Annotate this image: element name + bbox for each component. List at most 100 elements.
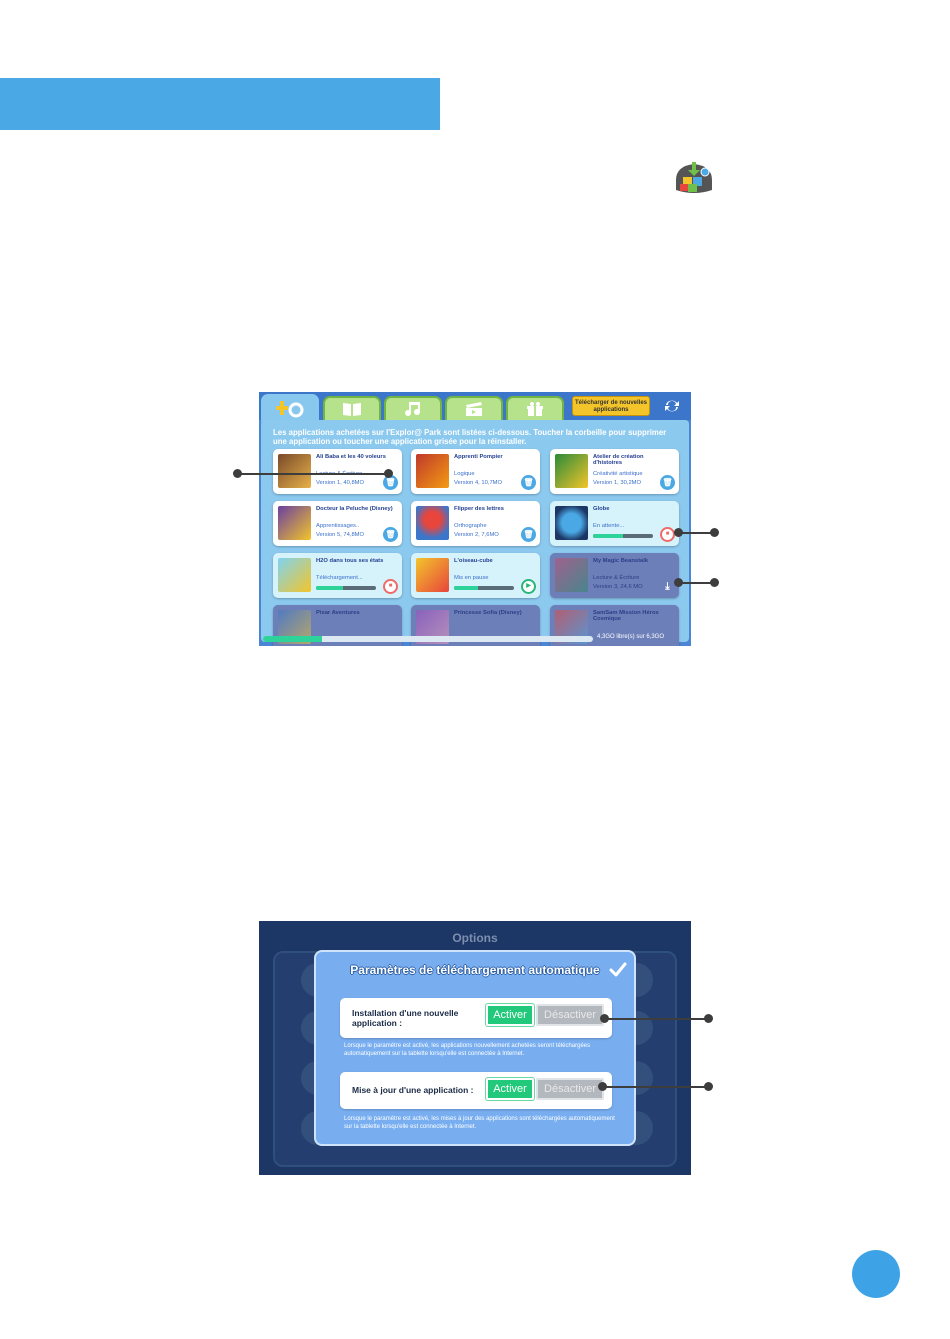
- app-list-intro: Les applications achetées sur l'Explor@ …: [273, 428, 667, 446]
- app-version: Version 4, 10,7MO: [454, 480, 503, 486]
- stop-download-icon[interactable]: ■: [660, 527, 675, 542]
- app-thumbnail: [416, 506, 449, 540]
- gift-icon: [527, 402, 543, 416]
- storage-text: 4,3GO libre(s) sur 6,3GO: [597, 634, 665, 640]
- app-title: Docteur la Peluche (Disney): [316, 506, 393, 512]
- app-status: Mis en pause: [454, 575, 489, 581]
- callout-dot: [704, 1014, 713, 1023]
- app-list-panel: Les applications achetées sur l'Explor@ …: [261, 420, 689, 646]
- app-version: Version 1, 30,2MO: [593, 480, 642, 486]
- app-category: Lecture & Écriture: [593, 575, 640, 581]
- app-card-flipper-des-lettres[interactable]: Flipper des lettres Orthographe Version …: [411, 501, 540, 546]
- setting-description: Lorsque le paramètre est activé, les mis…: [344, 1116, 615, 1130]
- trash-icon[interactable]: 🗑: [383, 527, 398, 542]
- app-title: Atelier de création d'histoires: [593, 454, 644, 467]
- app-thumbnail: [555, 454, 588, 488]
- tab-apps[interactable]: [261, 394, 319, 422]
- download-progress-bar: [593, 534, 653, 538]
- app-title: Apprenti Pompier: [454, 454, 503, 460]
- deactivate-button[interactable]: Désactiver: [536, 1078, 604, 1100]
- video-icon: [466, 402, 482, 416]
- app-version: Version 3, 24,6 MO: [593, 584, 643, 590]
- sync-icon[interactable]: [663, 399, 681, 413]
- callout-line: [678, 582, 714, 584]
- app-manager-icon: [676, 162, 712, 193]
- activate-button[interactable]: Activer: [486, 1004, 534, 1026]
- trash-icon[interactable]: 🗑: [660, 475, 675, 490]
- auto-download-dialog: Paramètres de téléchargement automatique…: [314, 950, 636, 1146]
- app-status: Téléchargement...: [316, 575, 363, 581]
- app-card-oiseau-cube[interactable]: L'oiseau-cube Mis en pause ▶: [411, 553, 540, 598]
- reinstall-download-icon[interactable]: ⤓: [665, 581, 670, 592]
- callout-line: [604, 1018, 708, 1020]
- app-title: Flipper des lettres: [454, 506, 504, 512]
- download-new-apps-button[interactable]: Télécharger de nouvelles applications: [572, 396, 650, 416]
- app-thumbnail: [278, 558, 311, 592]
- app-card-my-magic-beanstalk[interactable]: My Magic Beanstalk Lecture & Écriture Ve…: [550, 553, 679, 598]
- download-progress-bar: [454, 586, 514, 590]
- options-title: Options: [452, 931, 498, 945]
- callout-dot: [710, 528, 719, 537]
- app-thumbnail: [555, 558, 588, 592]
- app-title: Globe: [593, 506, 610, 512]
- app-title: Pixar Aventures: [316, 610, 360, 616]
- deactivate-button[interactable]: Désactiver: [536, 1004, 604, 1026]
- app-title: Princesse Sofia (Disney): [454, 610, 522, 616]
- app-version: Version 1, 40,8MO: [316, 480, 365, 486]
- book-icon: [343, 403, 361, 416]
- progress-fill: [593, 534, 623, 538]
- setting-label: Mise à jour d'une application :: [352, 1085, 474, 1095]
- checkmark-icon[interactable]: [609, 961, 627, 979]
- trash-icon[interactable]: 🗑: [383, 475, 398, 490]
- app-status: En attente...: [593, 523, 625, 529]
- options-screen: Options Paramètres de téléchargement aut…: [259, 921, 691, 1175]
- activate-button[interactable]: Activer: [486, 1078, 534, 1100]
- new-app-install-row: Installation d'une nouvelle application …: [340, 998, 612, 1038]
- app-title: H2O dans tous ses états: [316, 558, 384, 564]
- app-title: L'oiseau-cube: [454, 558, 493, 564]
- app-thumbnail: [278, 506, 311, 540]
- app-thumbnail: [555, 506, 588, 540]
- app-thumbnail: [278, 454, 311, 488]
- callout-dot: [710, 578, 719, 587]
- app-version: Version 2, 7,6MO: [454, 532, 499, 538]
- app-thumbnail: [416, 454, 449, 488]
- music-icon: [405, 402, 420, 416]
- trash-icon[interactable]: 🗑: [521, 527, 536, 542]
- app-card-ali-baba[interactable]: Ali Baba et les 40 voleurs Lecture & Écr…: [273, 449, 402, 494]
- app-version: Version 5, 74,8MO: [316, 532, 365, 538]
- callout-dot: [384, 469, 393, 478]
- stop-download-icon[interactable]: ■: [383, 579, 398, 594]
- dialog-title: Paramètres de téléchargement automatique: [350, 963, 600, 977]
- download-progress-bar: [316, 586, 376, 590]
- tab-music[interactable]: [384, 396, 442, 420]
- app-category: Créativité artistique: [593, 471, 643, 477]
- resume-download-icon[interactable]: ▶: [521, 579, 536, 594]
- category-tab-bar: Télécharger de nouvelles applications: [259, 392, 691, 422]
- app-category: Orthographe: [454, 523, 487, 529]
- setting-label: Installation d'une nouvelle application …: [352, 1008, 459, 1028]
- tab-gifts[interactable]: [506, 396, 564, 420]
- app-thumbnail: [416, 558, 449, 592]
- app-card-atelier-histoires[interactable]: Atelier de création d'histoires Créativi…: [550, 449, 679, 494]
- callout-line: [602, 1086, 708, 1088]
- app-card-docteur-la-peluche[interactable]: Docteur la Peluche (Disney) Apprentissag…: [273, 501, 402, 546]
- app-title: My Magic Beanstalk: [593, 558, 649, 564]
- app-update-row: Mise à jour d'une application : Activer …: [340, 1072, 612, 1109]
- apps-tab-icon: [276, 401, 304, 418]
- callout-line: [237, 473, 388, 475]
- app-card-apprenti-pompier[interactable]: Apprenti Pompier Logique Version 4, 10,7…: [411, 449, 540, 494]
- setting-description: Lorsque le paramètre est activé, les app…: [344, 1043, 591, 1057]
- section-header-band: [0, 78, 440, 130]
- progress-fill: [454, 586, 478, 590]
- app-category: Logique: [454, 471, 475, 477]
- app-card-h2o[interactable]: H2O dans tous ses états Téléchargement..…: [273, 553, 402, 598]
- callout-line: [678, 532, 714, 534]
- storage-fill: [263, 636, 323, 642]
- page-number-badge: [852, 1250, 900, 1298]
- app-category: Apprentissages..: [316, 523, 360, 529]
- tab-videos[interactable]: [445, 396, 503, 420]
- app-card-globe[interactable]: Globe En attente... ■: [550, 501, 679, 546]
- trash-icon[interactable]: 🗑: [521, 475, 536, 490]
- tab-books[interactable]: [323, 396, 381, 420]
